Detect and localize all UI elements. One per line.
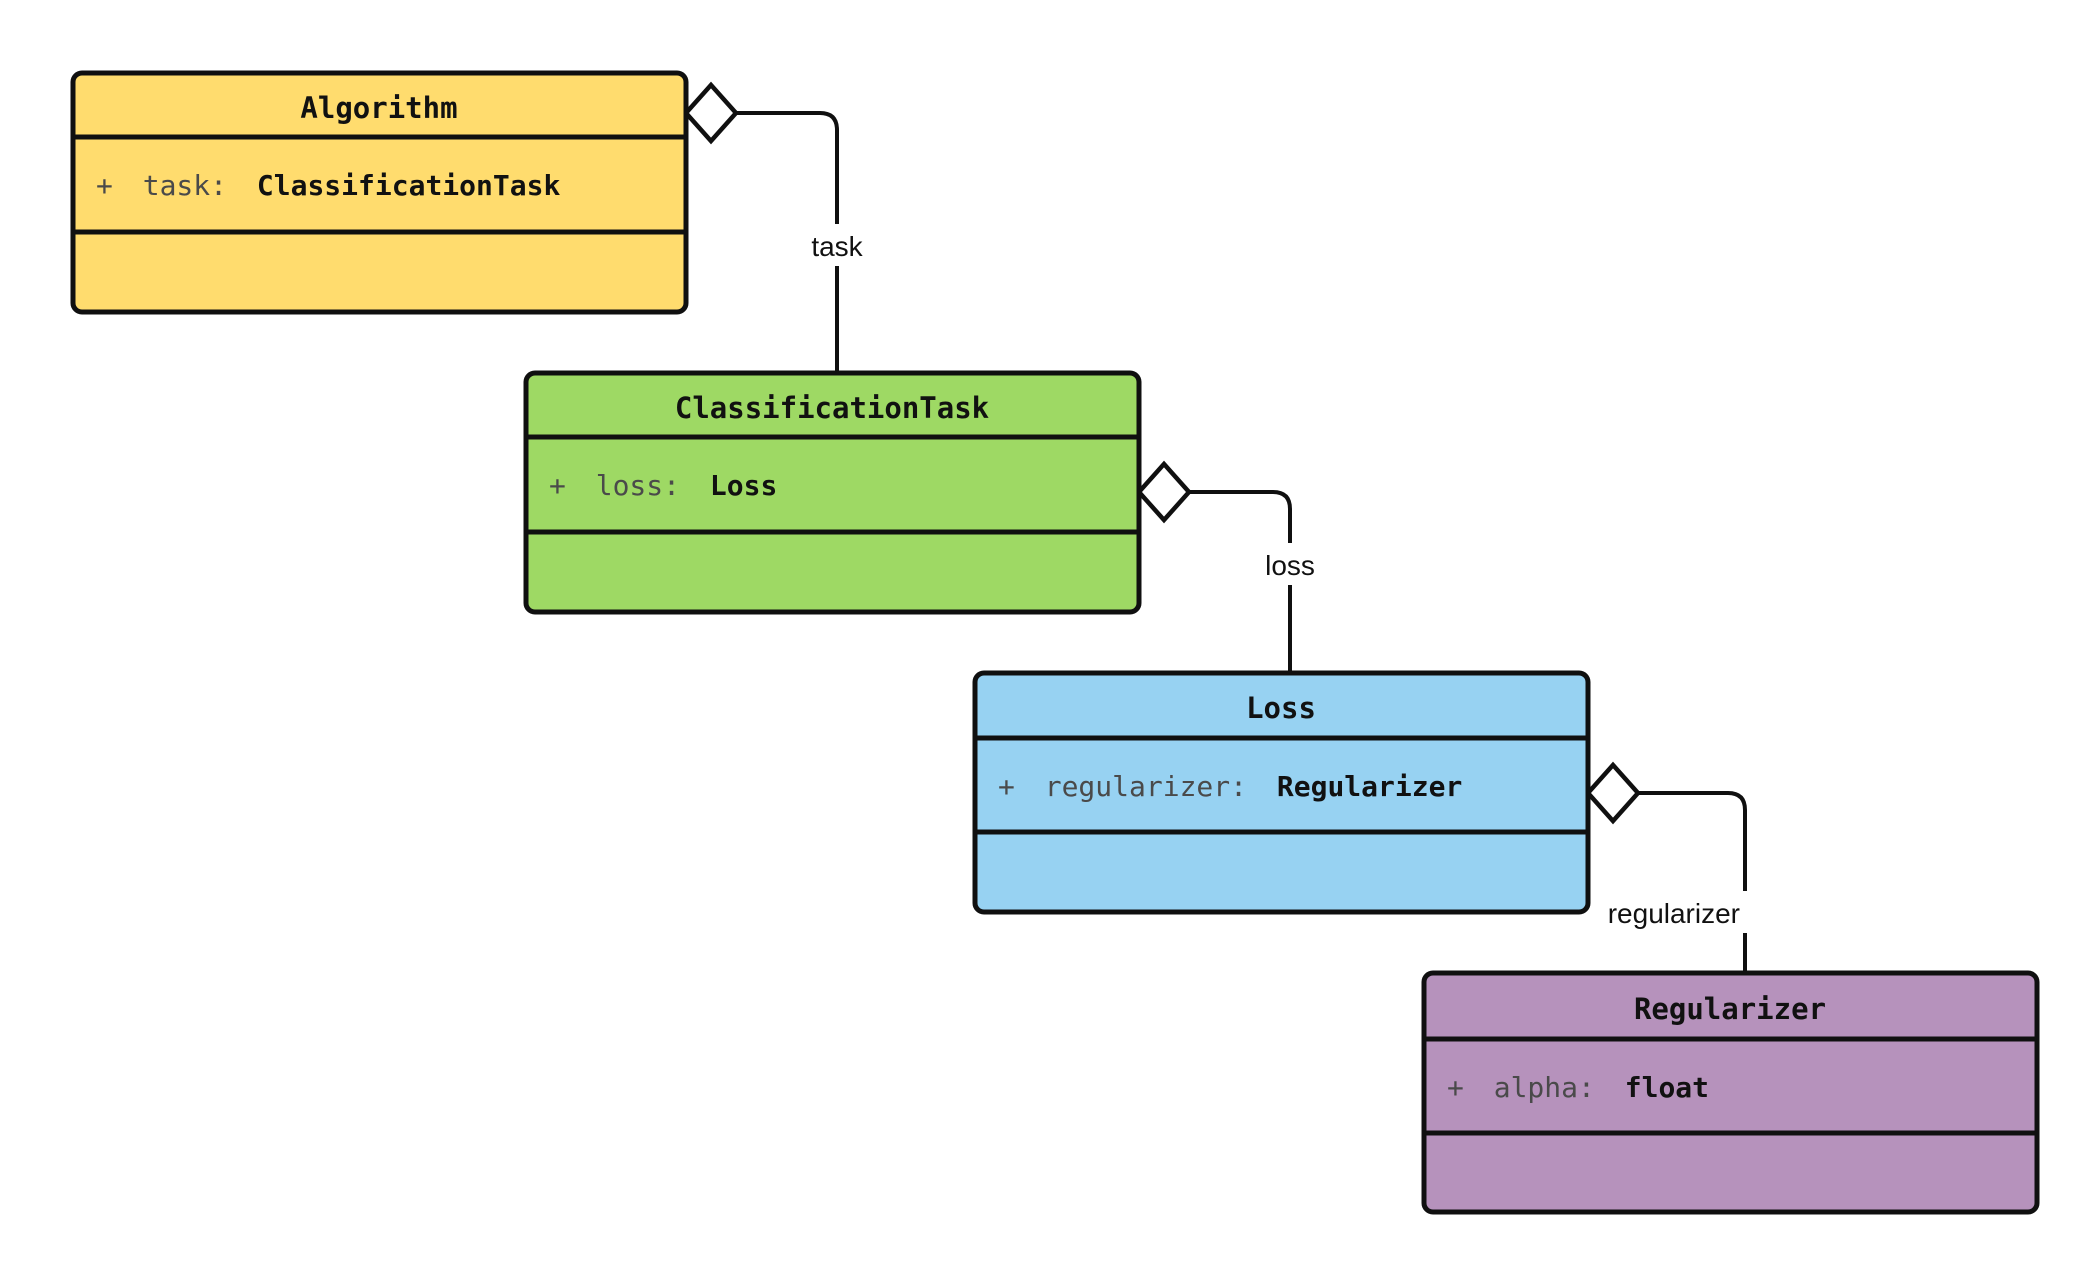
label-mask-task [802, 224, 874, 266]
class-attribute-loss-regularizer: + regularizer: Regularizer [998, 770, 1462, 803]
aggregation-diamond-regularizer [1584, 761, 1642, 825]
relationship-loss-regularizer[interactable]: regularizer [1584, 761, 1748, 973]
class-box-loss[interactable]: Loss + regularizer: Regularizer [972, 670, 1591, 915]
class-attribute-classification-task-loss: + loss: Loss [549, 469, 777, 502]
label-mask-regularizer [1648, 891, 1748, 933]
attribute-type: float [1625, 1071, 1709, 1104]
relationship-label-loss: loss [1265, 550, 1315, 581]
attribute-visibility: + [998, 770, 1015, 803]
class-box-regularizer-frame [1421, 970, 2040, 1215]
attribute-visibility: + [96, 169, 113, 202]
connector-line-loss [1189, 490, 1292, 673]
class-box-algorithm-frame [70, 70, 689, 315]
class-attribute-algorithm-task: + task: ClassificationTask [96, 169, 560, 202]
attribute-visibility: + [1447, 1071, 1464, 1104]
class-name-regularizer: Regularizer [1634, 992, 1826, 1026]
class-attribute-regularizer-alpha: + alpha: float [1447, 1071, 1709, 1104]
class-name-classification-task: ClassificationTask [675, 391, 989, 425]
class-box-loss-frame [972, 670, 1591, 915]
class-box-algorithm[interactable]: Algorithm + task: ClassificationTask [70, 70, 689, 315]
connector-line-task [735, 111, 839, 373]
connector-line-regularizer [1638, 791, 1747, 973]
attribute-name: loss: [596, 469, 680, 502]
attribute-type: ClassificationTask [257, 169, 561, 202]
class-box-regularizer[interactable]: Regularizer + alpha: float [1421, 970, 2040, 1215]
aggregation-diamond-loss [1135, 460, 1193, 524]
attribute-name: regularizer: [1045, 770, 1247, 803]
class-box-classification-task[interactable]: ClassificationTask + loss: Loss [523, 370, 1142, 615]
attribute-type: Loss [710, 469, 777, 502]
class-name-algorithm: Algorithm [300, 91, 457, 125]
relationship-algorithm-task[interactable]: task [682, 81, 874, 373]
attribute-visibility: + [549, 469, 566, 502]
class-box-classification-task-frame [523, 370, 1142, 615]
relationship-classificationtask-loss[interactable]: loss [1135, 460, 1324, 673]
attribute-name: alpha: [1494, 1071, 1595, 1104]
attribute-name: task: [143, 169, 227, 202]
attribute-type: Regularizer [1277, 770, 1462, 803]
label-mask-loss [1258, 543, 1324, 585]
aggregation-diamond-task [682, 81, 740, 145]
relationship-label-task: task [811, 231, 863, 262]
class-name-loss: Loss [1246, 691, 1316, 725]
relationship-label-regularizer: regularizer [1608, 898, 1740, 929]
